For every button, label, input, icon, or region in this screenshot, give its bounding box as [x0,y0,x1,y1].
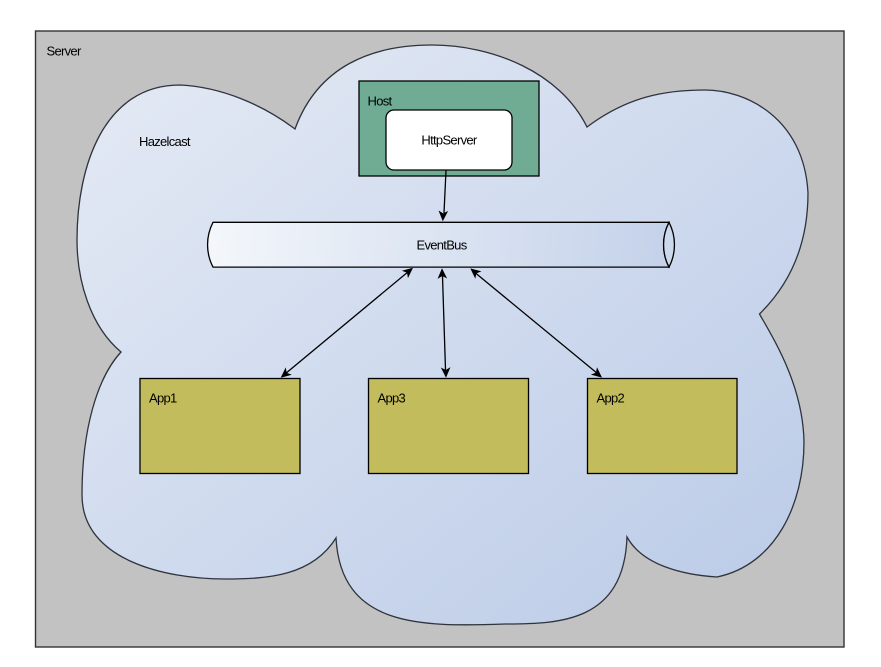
svg-text:EventBus: EventBus [416,237,467,252]
svg-text:Hazelcast: Hazelcast [139,134,191,149]
svg-text:App1: App1 [149,391,177,406]
svg-text:App2: App2 [597,391,625,406]
svg-text:App3: App3 [378,391,406,406]
svg-text:Host: Host [368,94,393,109]
svg-text:Server: Server [47,44,82,59]
svg-text:HttpServer: HttpServer [421,133,478,148]
